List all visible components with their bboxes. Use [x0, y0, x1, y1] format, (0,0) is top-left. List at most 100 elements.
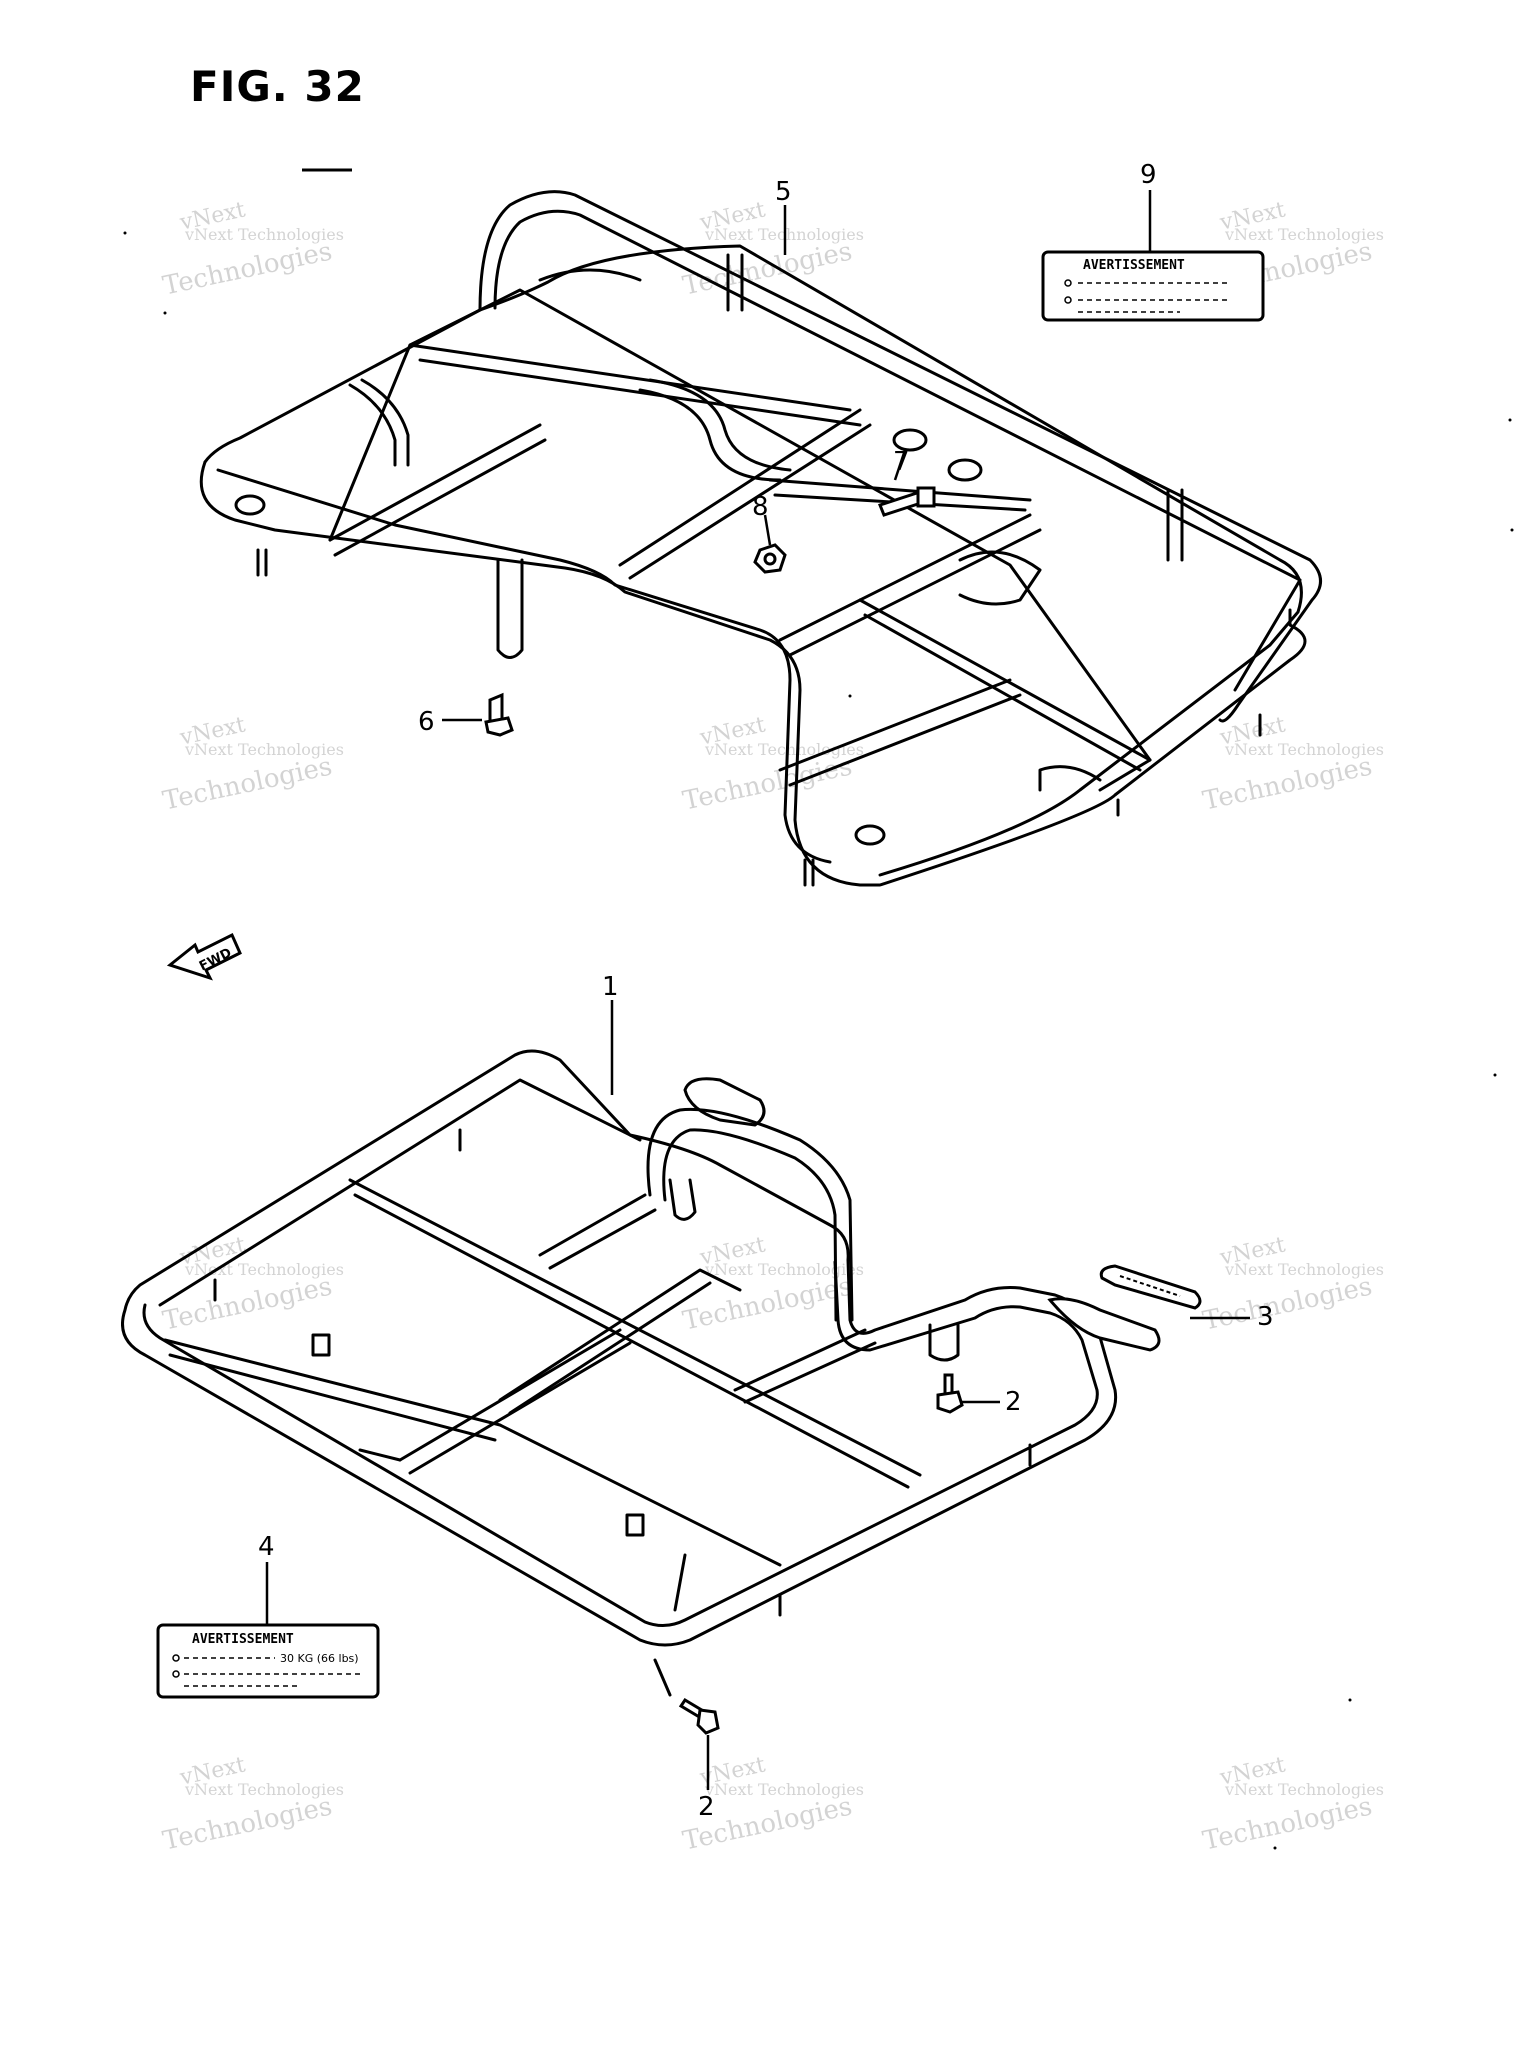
callout-9: 9: [1140, 160, 1157, 190]
rack-post: [928, 1323, 960, 1362]
bolt-7-head: [916, 486, 936, 508]
hardware-top: [484, 486, 936, 737]
figure-title: FIG. 32: [190, 62, 365, 111]
strap-stitch: [1119, 1275, 1181, 1297]
rack-post: [1166, 488, 1184, 562]
callout-2a: 2: [1005, 1387, 1022, 1417]
rack-crossbar: [333, 438, 547, 557]
warning-label-4: AVERTISSEMENT 30 KG (66 lbs): [156, 1623, 380, 1699]
hardware-bottom: [678, 1373, 964, 1735]
strap-piece: [1047, 1297, 1161, 1352]
rack-grab-handle: [662, 1128, 838, 1322]
watermark: vNext vNext Technologies Technologies: [160, 1752, 344, 1856]
bolt-2b-head: [696, 1708, 720, 1735]
mount-tab: [854, 824, 886, 846]
strap-3: [1047, 1264, 1202, 1352]
label-frame: [156, 1623, 380, 1699]
mount-tab: [311, 1333, 331, 1357]
support-tube: [673, 1553, 687, 1612]
forward-arrow-icon: FWD: [166, 932, 242, 981]
rack-crossbar: [788, 528, 1042, 657]
watermark: vNext vNext Technologies Technologies: [680, 197, 864, 301]
scan-specks: [123, 231, 1514, 1850]
svg-text:Technologies: Technologies: [680, 751, 855, 816]
rack-crossbar: [418, 358, 862, 427]
rack-post: [496, 558, 524, 659]
svg-text:vNext Technologies: vNext Technologies: [1224, 1780, 1384, 1799]
svg-text:Technologies: Technologies: [1200, 751, 1375, 816]
leader-8: [763, 514, 772, 546]
svg-text:Technologies: Technologies: [1200, 1791, 1375, 1856]
callout-4: 4: [258, 1532, 275, 1562]
rack-crossbar: [778, 678, 1012, 772]
rack-crossbar: [163, 1338, 782, 1567]
svg-text:Technologies: Technologies: [680, 1271, 855, 1336]
rack-handle: [360, 378, 410, 467]
svg-text:vNext Technologies: vNext Technologies: [184, 740, 344, 759]
svg-text:Technologies: Technologies: [1200, 1271, 1375, 1336]
bullet: [1064, 296, 1072, 304]
nut-8-hole: [763, 552, 777, 566]
rack-crossbar: [548, 1208, 657, 1270]
callout-5: 5: [775, 177, 792, 207]
mount-tab: [625, 1513, 645, 1537]
mount-tab: [947, 458, 983, 482]
rack-crossbar: [353, 1193, 910, 1489]
leader-7: [893, 449, 907, 481]
callout-3: 3: [1257, 1302, 1274, 1332]
rack-crossbar: [498, 1268, 742, 1402]
bolt-6-head: [484, 716, 514, 737]
svg-text:vNext Technologies: vNext Technologies: [1224, 1260, 1384, 1279]
label-frame: [1041, 250, 1265, 322]
callout-7: 7: [893, 447, 910, 477]
rack-outer-tube: [199, 460, 1307, 887]
rack-outer-tube: [121, 1049, 1118, 1647]
watermark: vNext vNext Technologies Technologies: [1200, 1232, 1384, 1336]
rack-crossbar: [628, 423, 872, 580]
rack-inner-frame: [158, 1078, 642, 1307]
handle-bracket: [683, 1077, 766, 1127]
top-plate: [538, 268, 642, 282]
rack-crossbar: [743, 1341, 877, 1404]
warning-label-9: AVERTISSEMENT: [1041, 250, 1265, 322]
rack-crossbar: [788, 693, 1022, 787]
label-load-text: 30 KG (66 lbs): [280, 1652, 359, 1665]
bolt-2-head: [936, 1390, 964, 1414]
watermark: vNext vNext Technologies Technologies: [680, 712, 864, 816]
rack-crossbar: [863, 613, 1142, 772]
callouts-top: [442, 190, 1152, 722]
rack-crossbar: [778, 513, 1032, 642]
rack-post: [668, 1178, 697, 1221]
watermark: vNext vNext Technologies Technologies: [160, 197, 344, 301]
rack-handle: [348, 383, 397, 467]
rack-crossbar: [733, 1328, 867, 1392]
callout-1: 1: [602, 972, 619, 1002]
strap-piece: [1099, 1264, 1202, 1310]
rack-bracket: [958, 550, 1042, 606]
rack-outer-tube-inner: [142, 1260, 1099, 1627]
svg-text:Technologies: Technologies: [160, 1271, 335, 1336]
rack-crossbar: [858, 598, 1152, 762]
rack-post: [726, 253, 744, 312]
watermark-group: vNext vNext Technologies Technologies vN…: [160, 197, 1384, 1856]
mount-tab: [892, 428, 928, 452]
rack-grab-handle: [646, 1107, 854, 1322]
svg-text:vNext Technologies: vNext Technologies: [1224, 740, 1384, 759]
svg-text:Technologies: Technologies: [160, 751, 335, 816]
rack-curved-tube: [638, 388, 782, 482]
bullet: [172, 1670, 180, 1678]
svg-text:vNext Technologies: vNext Technologies: [704, 1260, 864, 1279]
rack-curved-tube: [648, 378, 792, 472]
callout-8: 8: [752, 492, 769, 522]
rear-carrier-rack: [121, 1049, 1118, 1697]
rack-crossbar: [358, 1448, 402, 1462]
mount-tab: [234, 494, 266, 516]
watermark: vNext vNext Technologies Technologies: [1200, 1752, 1384, 1856]
rack-front-hoop-inner: [493, 209, 1302, 692]
svg-text:vNext Technologies: vNext Technologies: [704, 1780, 864, 1799]
rack-leg: [803, 858, 815, 887]
front-carrier-rack: [199, 190, 1322, 887]
rack-inner-frame: [328, 288, 1152, 792]
